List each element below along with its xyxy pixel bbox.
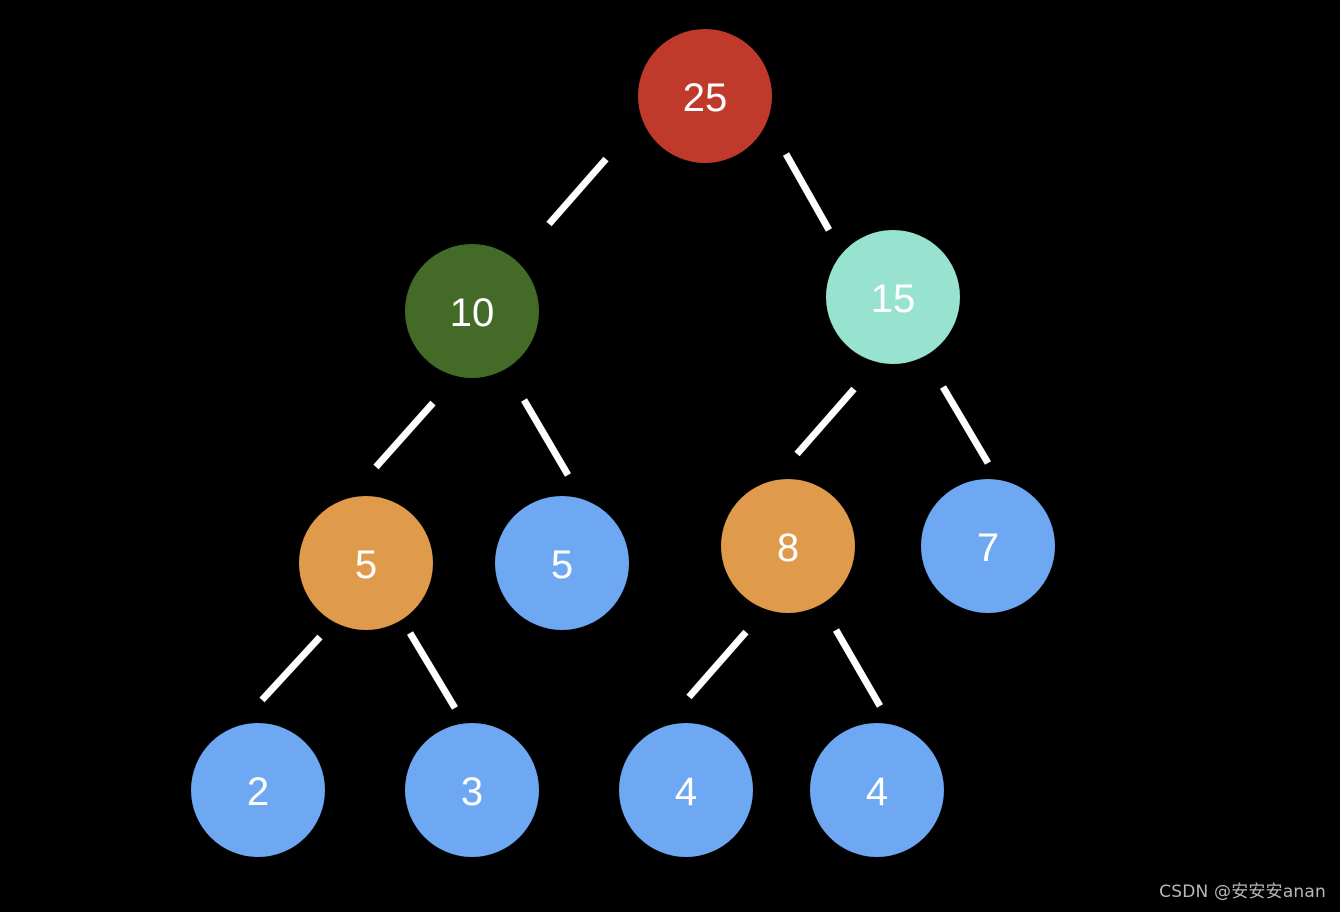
edge-n5a-n3 xyxy=(406,631,459,710)
edge-n8-n4b xyxy=(832,628,884,708)
edge-n10-n5a xyxy=(373,400,436,470)
node-value-label: 8 xyxy=(777,526,799,570)
node-circle xyxy=(721,479,855,613)
node-value-label: 5 xyxy=(551,543,573,587)
edges-layer xyxy=(259,152,992,710)
tree-node-n5a: 5 xyxy=(299,496,433,630)
edge-n8-n4a xyxy=(686,629,749,700)
node-circle xyxy=(405,244,539,378)
node-circle xyxy=(405,723,539,857)
node-value-label: 7 xyxy=(977,526,999,570)
tree-node-n7: 7 xyxy=(921,479,1055,613)
tree-node-n10: 10 xyxy=(405,244,539,378)
edge-n25-n10 xyxy=(546,156,609,227)
node-value-label: 4 xyxy=(675,770,697,814)
tree-node-n2: 2 xyxy=(191,723,325,857)
tree-node-n15: 15 xyxy=(826,230,960,364)
tree-node-n4a: 4 xyxy=(619,723,753,857)
tree-node-n4b: 4 xyxy=(810,723,944,857)
node-circle xyxy=(826,230,960,364)
node-circle xyxy=(191,723,325,857)
tree-node-n5b: 5 xyxy=(495,496,629,630)
node-value-label: 15 xyxy=(871,277,916,321)
tree-node-n3: 3 xyxy=(405,723,539,857)
node-value-label: 2 xyxy=(247,770,269,814)
node-circle xyxy=(921,479,1055,613)
watermark-text: CSDN @安安安anan xyxy=(1159,882,1326,902)
node-circle xyxy=(638,29,772,163)
node-value-label: 5 xyxy=(355,543,377,587)
node-value-label: 3 xyxy=(461,770,483,814)
edge-n15-n7 xyxy=(939,385,992,465)
tree-node-n8: 8 xyxy=(721,479,855,613)
node-value-label: 4 xyxy=(866,770,888,814)
edge-n15-n8 xyxy=(794,386,857,457)
tree-node-n25: 25 xyxy=(638,29,772,163)
nodes-layer: 25 10 15 5 5 8 7 2 3 4 4 xyxy=(191,29,1055,857)
node-circle xyxy=(619,723,753,857)
node-circle xyxy=(299,496,433,630)
edge-n10-n5b xyxy=(520,398,572,477)
node-value-label: 10 xyxy=(450,291,495,335)
edge-n5a-n2 xyxy=(259,634,323,703)
node-circle xyxy=(810,723,944,857)
node-value-label: 25 xyxy=(683,76,728,120)
node-circle xyxy=(495,496,629,630)
edge-n25-n15 xyxy=(782,152,833,232)
